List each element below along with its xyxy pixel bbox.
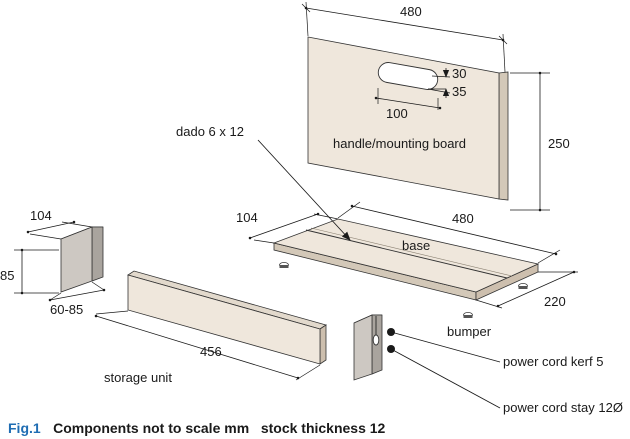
dim-storage-length-label: 456	[200, 344, 222, 359]
dim-block-height: 85	[0, 248, 59, 295]
handle-slot	[377, 62, 439, 90]
caption-figure: Fig.1	[8, 420, 41, 436]
dim-base-length-label: 480	[452, 211, 474, 226]
bumper-left-base	[279, 265, 289, 268]
dim-base-length: 480	[337, 201, 561, 264]
dim-base-depth: 104	[236, 210, 339, 244]
dim-base-depth-label: 104	[236, 210, 258, 225]
dado-leader	[257, 139, 351, 241]
cord-kerf-leader	[390, 331, 501, 363]
dim-board-width: 480	[301, 1, 508, 73]
dim-board-width-label: 480	[400, 4, 422, 19]
bumpers	[279, 261, 528, 318]
caption: Fig.1 Components not to scale mm stock t…	[8, 420, 386, 437]
dado-label: dado 6 x 12	[176, 124, 244, 139]
dim-slot: 30 35 100	[374, 66, 466, 121]
caption-text: Components not to scale mm stock thickne…	[53, 420, 385, 436]
cord-stay-face	[353, 314, 373, 381]
bumper-right-base	[518, 286, 528, 289]
dim-slot-height-label: 30	[452, 66, 466, 81]
side-block	[60, 226, 104, 293]
cord-stay	[353, 314, 395, 381]
storage-unit	[127, 270, 327, 365]
base-label: base	[402, 238, 430, 253]
dim-storage-length: 456	[94, 310, 321, 381]
side-block-side	[91, 226, 104, 282]
cord-kerf-label: power cord kerf 5	[503, 354, 603, 369]
storage-end-edge	[319, 324, 327, 365]
storage-unit-label: storage unit	[104, 370, 172, 385]
mounting-board-face	[307, 36, 500, 200]
dim-block-depth-label: 60-85	[50, 302, 83, 317]
cord-stay-label: power cord stay 12Ø	[503, 400, 623, 415]
dim-board-height: 250	[510, 71, 570, 212]
side-block-face	[60, 226, 93, 293]
cord-stay-leader	[390, 348, 501, 409]
mounting-board	[307, 36, 509, 201]
dim-block-height-label: 85	[0, 268, 14, 283]
dim-block-width: 104	[26, 208, 93, 240]
dim-slot-length-label: 100	[386, 106, 408, 121]
bumper-label: bumper	[447, 324, 492, 339]
dim-block-depth: 60-85	[48, 281, 106, 317]
bumper-sample-base	[463, 315, 473, 318]
base-board	[272, 218, 540, 301]
dim-block-width-label: 104	[30, 208, 52, 223]
dim-base-width-label: 220	[544, 294, 566, 309]
mounting-board-edge	[498, 71, 509, 201]
dim-board-height-label: 250	[548, 136, 570, 151]
cord-stay-hole	[372, 334, 380, 346]
dim-base-width: 220	[475, 270, 578, 309]
dim-slot-offset-label: 35	[452, 84, 466, 99]
mounting-board-label: handle/mounting board	[333, 136, 466, 151]
